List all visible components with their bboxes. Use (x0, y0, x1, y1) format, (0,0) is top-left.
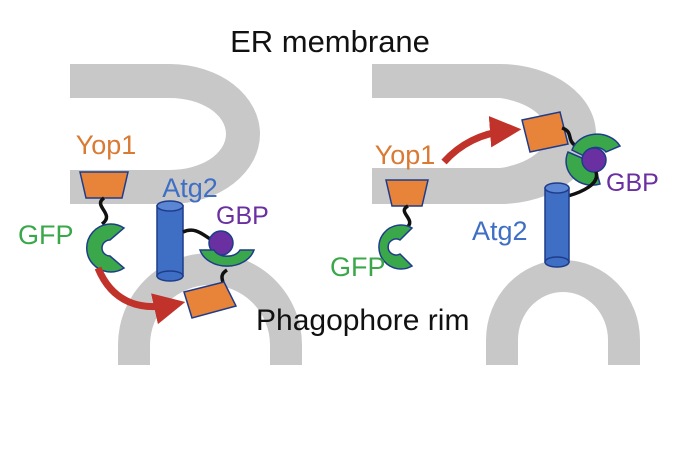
left-atg2-label: Atg2 (162, 173, 218, 203)
left-yop1-linker (98, 196, 109, 226)
er-membrane-label: ER membrane (230, 24, 430, 59)
right-gfp-protein (378, 224, 414, 270)
left-bound-gfp-protein (198, 249, 256, 267)
left-yop1-label: Yop1 (76, 130, 137, 160)
right-gbp-protein (581, 147, 607, 173)
left-atg2-linker (182, 228, 213, 242)
right-yop1-protein (385, 179, 429, 207)
right-atg2-label: Atg2 (472, 216, 528, 246)
left-er-membrane (70, 64, 260, 204)
right-er-membrane (372, 64, 596, 204)
left-atg2-protein (156, 200, 184, 282)
right-gbp-label: GBP (606, 169, 659, 197)
right-gfp-label: GFP (330, 252, 386, 282)
left-relocated-yop1-protein (183, 281, 238, 319)
right-yop1-label: Yop1 (375, 140, 436, 170)
left-gbp-label: GBP (216, 202, 269, 230)
left-panel: Yop1 GFP Atg2 GBP (18, 64, 302, 365)
right-atg2-protein (544, 182, 570, 268)
right-relocation-arrow (441, 115, 522, 165)
right-phagophore-rim (486, 260, 640, 365)
left-gfp-protein (85, 223, 126, 273)
right-panel: Yop1 GFP GBP Atg2 (330, 64, 659, 365)
left-gfp-label: GFP (18, 220, 74, 250)
phagophore-rim-label: Phagophore rim (256, 304, 469, 337)
right-gbp-linker (567, 171, 599, 198)
left-yop1-protein (79, 171, 129, 199)
right-relocated-yop1-protein (521, 111, 569, 153)
left-relocation-arrow (94, 266, 186, 325)
right-yop1-gfp-linker (561, 126, 578, 148)
